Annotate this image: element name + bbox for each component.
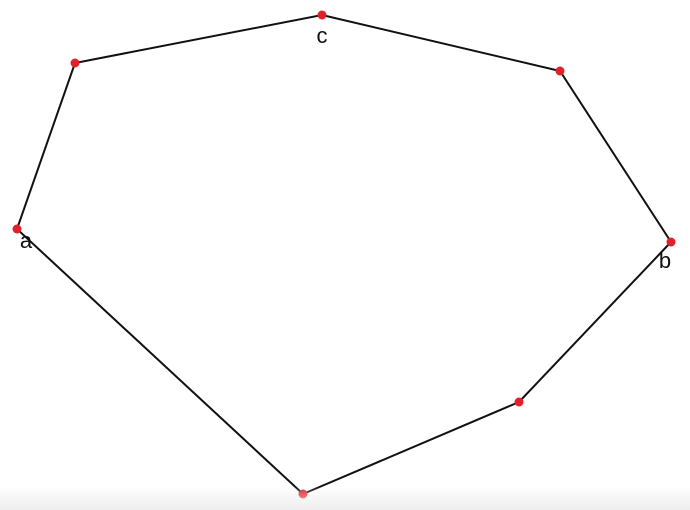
label-a: a [20,228,33,253]
vertex-lower-right [514,397,524,407]
vertex-upper-right [555,66,565,76]
vertex-a [12,224,22,234]
vertex-upper-left [70,58,80,68]
vertex-bottom [298,489,308,499]
label-b: b [659,248,671,273]
label-c: c [317,23,328,48]
vertex-c [317,10,327,20]
vertex-b [666,237,676,247]
polygon-outline [15,13,673,496]
